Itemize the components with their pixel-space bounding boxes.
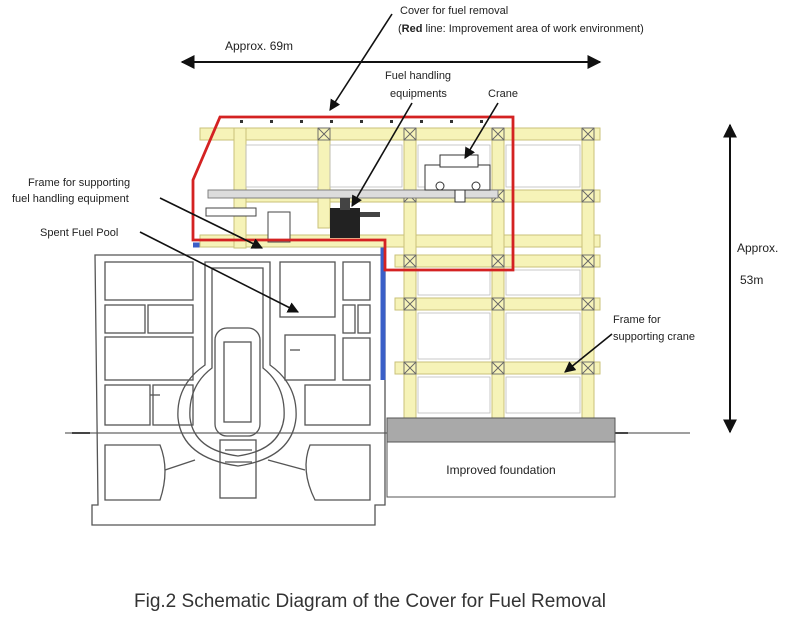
room bbox=[152, 384, 194, 426]
crane-wheel bbox=[435, 181, 445, 191]
brace-node bbox=[581, 361, 595, 375]
brace-node bbox=[403, 361, 417, 375]
cover-label-rest: line: Improvement area of work environme… bbox=[422, 23, 643, 35]
fhm-arm bbox=[360, 212, 380, 217]
room bbox=[104, 304, 146, 334]
brace-node bbox=[491, 361, 505, 375]
frame-cell bbox=[505, 144, 581, 188]
cover-outline bbox=[191, 115, 515, 272]
cover-label-red: Red bbox=[402, 23, 423, 35]
crane-machine bbox=[424, 154, 491, 203]
frame-cell bbox=[505, 376, 581, 414]
crane-label: Crane bbox=[488, 88, 518, 100]
room bbox=[342, 337, 371, 381]
pedestal bbox=[219, 439, 257, 499]
frame-crane-label-1: Frame for bbox=[613, 314, 661, 326]
room bbox=[104, 384, 151, 426]
frame-fuel-label-1: Frame for supporting bbox=[28, 177, 130, 189]
frame-cell bbox=[505, 269, 581, 296]
cover-label-2: (Red line: Improvement area of work envi… bbox=[398, 23, 644, 35]
cover-leader bbox=[329, 13, 393, 111]
brace-node bbox=[581, 127, 595, 141]
crane-hook bbox=[454, 189, 466, 203]
brace-node bbox=[581, 189, 595, 203]
brace-node bbox=[491, 127, 505, 141]
room bbox=[357, 304, 371, 334]
fuel-handling-leader bbox=[351, 102, 413, 207]
frame-band bbox=[199, 127, 601, 141]
frame-crane-leader bbox=[564, 333, 613, 373]
spent-fuel-pool-label: Spent Fuel Pool bbox=[40, 227, 118, 239]
reactor-building bbox=[91, 254, 386, 526]
room bbox=[147, 304, 194, 334]
fhm-body bbox=[330, 208, 360, 238]
frame-column bbox=[233, 127, 247, 249]
foundation-slab bbox=[386, 417, 616, 443]
cover-roof-dots bbox=[240, 120, 483, 123]
frame-cell bbox=[505, 312, 581, 360]
foundation-label: Improved foundation bbox=[446, 463, 555, 477]
brace-node bbox=[491, 254, 505, 268]
fhm-mast bbox=[340, 198, 350, 210]
brace-node bbox=[581, 297, 595, 311]
cover-label-open: ( bbox=[398, 23, 402, 35]
frame-column bbox=[581, 127, 595, 419]
frame-column bbox=[491, 127, 505, 419]
brace-node bbox=[403, 297, 417, 311]
room bbox=[104, 261, 194, 301]
fuel-handling-label-1: Fuel handling bbox=[385, 70, 451, 82]
cover-label-1: Cover for fuel removal bbox=[400, 5, 508, 17]
height-dimension-label-1: Approx. bbox=[737, 241, 778, 255]
fuel-handling-label-2: equipments bbox=[390, 88, 447, 100]
room bbox=[284, 334, 336, 381]
frame-fuel-label-2: fuel handling equipment bbox=[12, 193, 129, 205]
frame-column bbox=[317, 127, 331, 229]
height-dimension-label-2: 53m bbox=[740, 273, 763, 287]
pipe bbox=[267, 459, 306, 471]
frame-cell bbox=[245, 144, 319, 188]
frame-cell bbox=[417, 376, 491, 414]
reactor-building-outline bbox=[91, 254, 386, 526]
crane-leader bbox=[464, 102, 499, 159]
brace-node bbox=[317, 127, 331, 141]
fuel-frame-bracket bbox=[205, 207, 257, 217]
pipe bbox=[164, 459, 196, 471]
spent-fuel-pool-leader bbox=[139, 231, 299, 313]
frame-cell bbox=[329, 144, 403, 188]
room bbox=[305, 444, 371, 501]
containment-vessel bbox=[177, 261, 297, 467]
pool-chamber bbox=[279, 261, 336, 318]
fuel-frame-left-hardware bbox=[205, 207, 291, 243]
crane-top bbox=[439, 154, 479, 168]
containment-inner bbox=[189, 267, 285, 457]
frame-cell bbox=[417, 269, 491, 296]
brace-node bbox=[403, 254, 417, 268]
frame-column bbox=[403, 127, 417, 419]
reactor-pressure-vessel bbox=[214, 327, 261, 437]
brace-node bbox=[491, 297, 505, 311]
room bbox=[342, 304, 356, 334]
figure-caption: Fig.2 Schematic Diagram of the Cover for… bbox=[134, 591, 606, 612]
fuel-handling-machine bbox=[330, 198, 380, 238]
crane-wheel bbox=[471, 181, 481, 191]
frame-crane-label-2: supporting crane bbox=[613, 331, 695, 343]
width-dimension-label: Approx. 69m bbox=[225, 39, 293, 53]
room bbox=[342, 261, 371, 301]
foundation-block bbox=[386, 441, 616, 498]
room bbox=[104, 336, 194, 381]
fuel-frame-post bbox=[267, 211, 291, 243]
frame-fuel-leader bbox=[159, 197, 264, 249]
reactor-core bbox=[223, 341, 252, 423]
frame-cell bbox=[417, 312, 491, 360]
brace-node bbox=[403, 127, 417, 141]
room bbox=[304, 384, 371, 426]
brace-node bbox=[581, 254, 595, 268]
room bbox=[104, 444, 166, 501]
